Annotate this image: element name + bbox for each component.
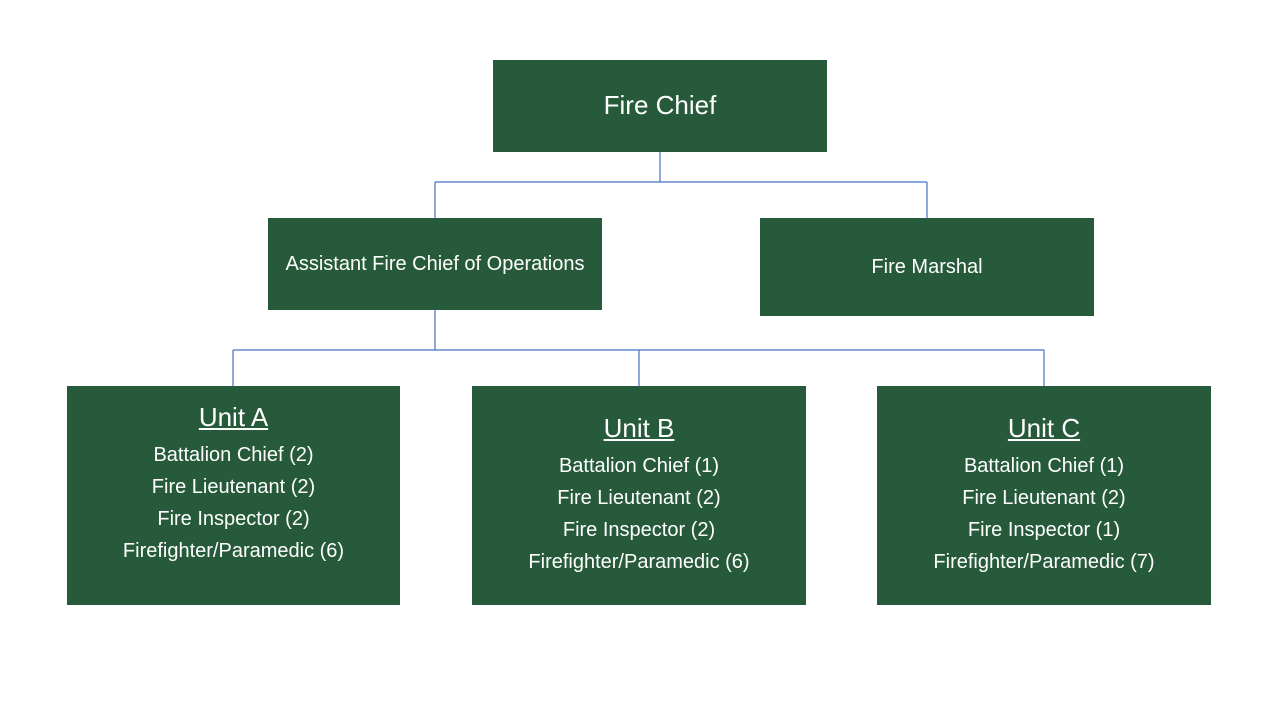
unit-a-role: Fire Inspector (2) <box>157 508 310 531</box>
unit-c-role: Battalion Chief (1) <box>963 455 1125 478</box>
unit-c-role: Fire Inspector (1) <box>967 519 1121 542</box>
assistant-chief-label: Assistant Fire Chief of Operations <box>285 253 585 275</box>
assistant-chief-box: Assistant Fire Chief of Operations <box>268 218 602 310</box>
fire-marshal-box: Fire Marshal <box>760 218 1094 316</box>
unit-b-role: Fire Inspector (2) <box>562 519 716 542</box>
unit-a-role: Firefighter/Paramedic (6) <box>122 540 345 563</box>
unit-b-title: Unit B <box>603 412 675 443</box>
unit-b-role: Battalion Chief (1) <box>558 455 720 478</box>
fire-chief-label: Fire Chief <box>603 90 717 121</box>
unit-a-role: Battalion Chief (2) <box>153 444 314 467</box>
unit-b-role: Firefighter/Paramedic (6) <box>528 551 750 574</box>
unit-b-box: Unit B Battalion Chief (1) Fire Lieutena… <box>472 386 806 605</box>
unit-c-box: Unit C Battalion Chief (1) Fire Lieutena… <box>877 386 1211 605</box>
unit-b-role: Fire Lieutenant (2) <box>557 487 721 510</box>
fire-marshal-label: Fire Marshal <box>871 256 983 278</box>
unit-a-role: Fire Lieutenant (2) <box>151 476 316 499</box>
unit-c-role: Firefighter/Paramedic (7) <box>933 551 1155 574</box>
unit-a-title: Unit A <box>198 401 269 432</box>
unit-c-role: Fire Lieutenant (2) <box>962 487 1126 510</box>
fire-chief-box: Fire Chief <box>493 60 827 152</box>
unit-a-box: Unit A Battalion Chief (2) Fire Lieutena… <box>67 386 400 605</box>
unit-c-title: Unit C <box>1007 412 1081 443</box>
